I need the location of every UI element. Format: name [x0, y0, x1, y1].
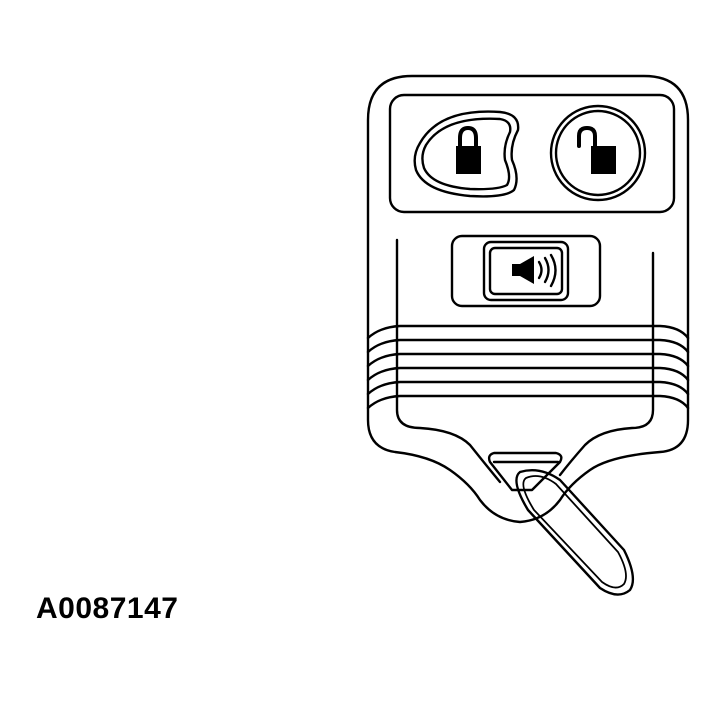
- speaker-sound-icon: [512, 253, 557, 288]
- grip-ridges: [366, 324, 690, 410]
- unlock-button: [549, 104, 647, 202]
- panic-button: [450, 234, 602, 308]
- open-padlock-icon: [577, 126, 616, 174]
- lock-button: [413, 110, 520, 198]
- fob-body: [366, 74, 690, 524]
- figure-id-label: A0087147: [36, 592, 179, 625]
- ring-slot: [487, 451, 563, 492]
- top-button-panel: [388, 93, 676, 214]
- key-ring: [515, 469, 635, 596]
- closed-padlock-icon: [456, 126, 481, 174]
